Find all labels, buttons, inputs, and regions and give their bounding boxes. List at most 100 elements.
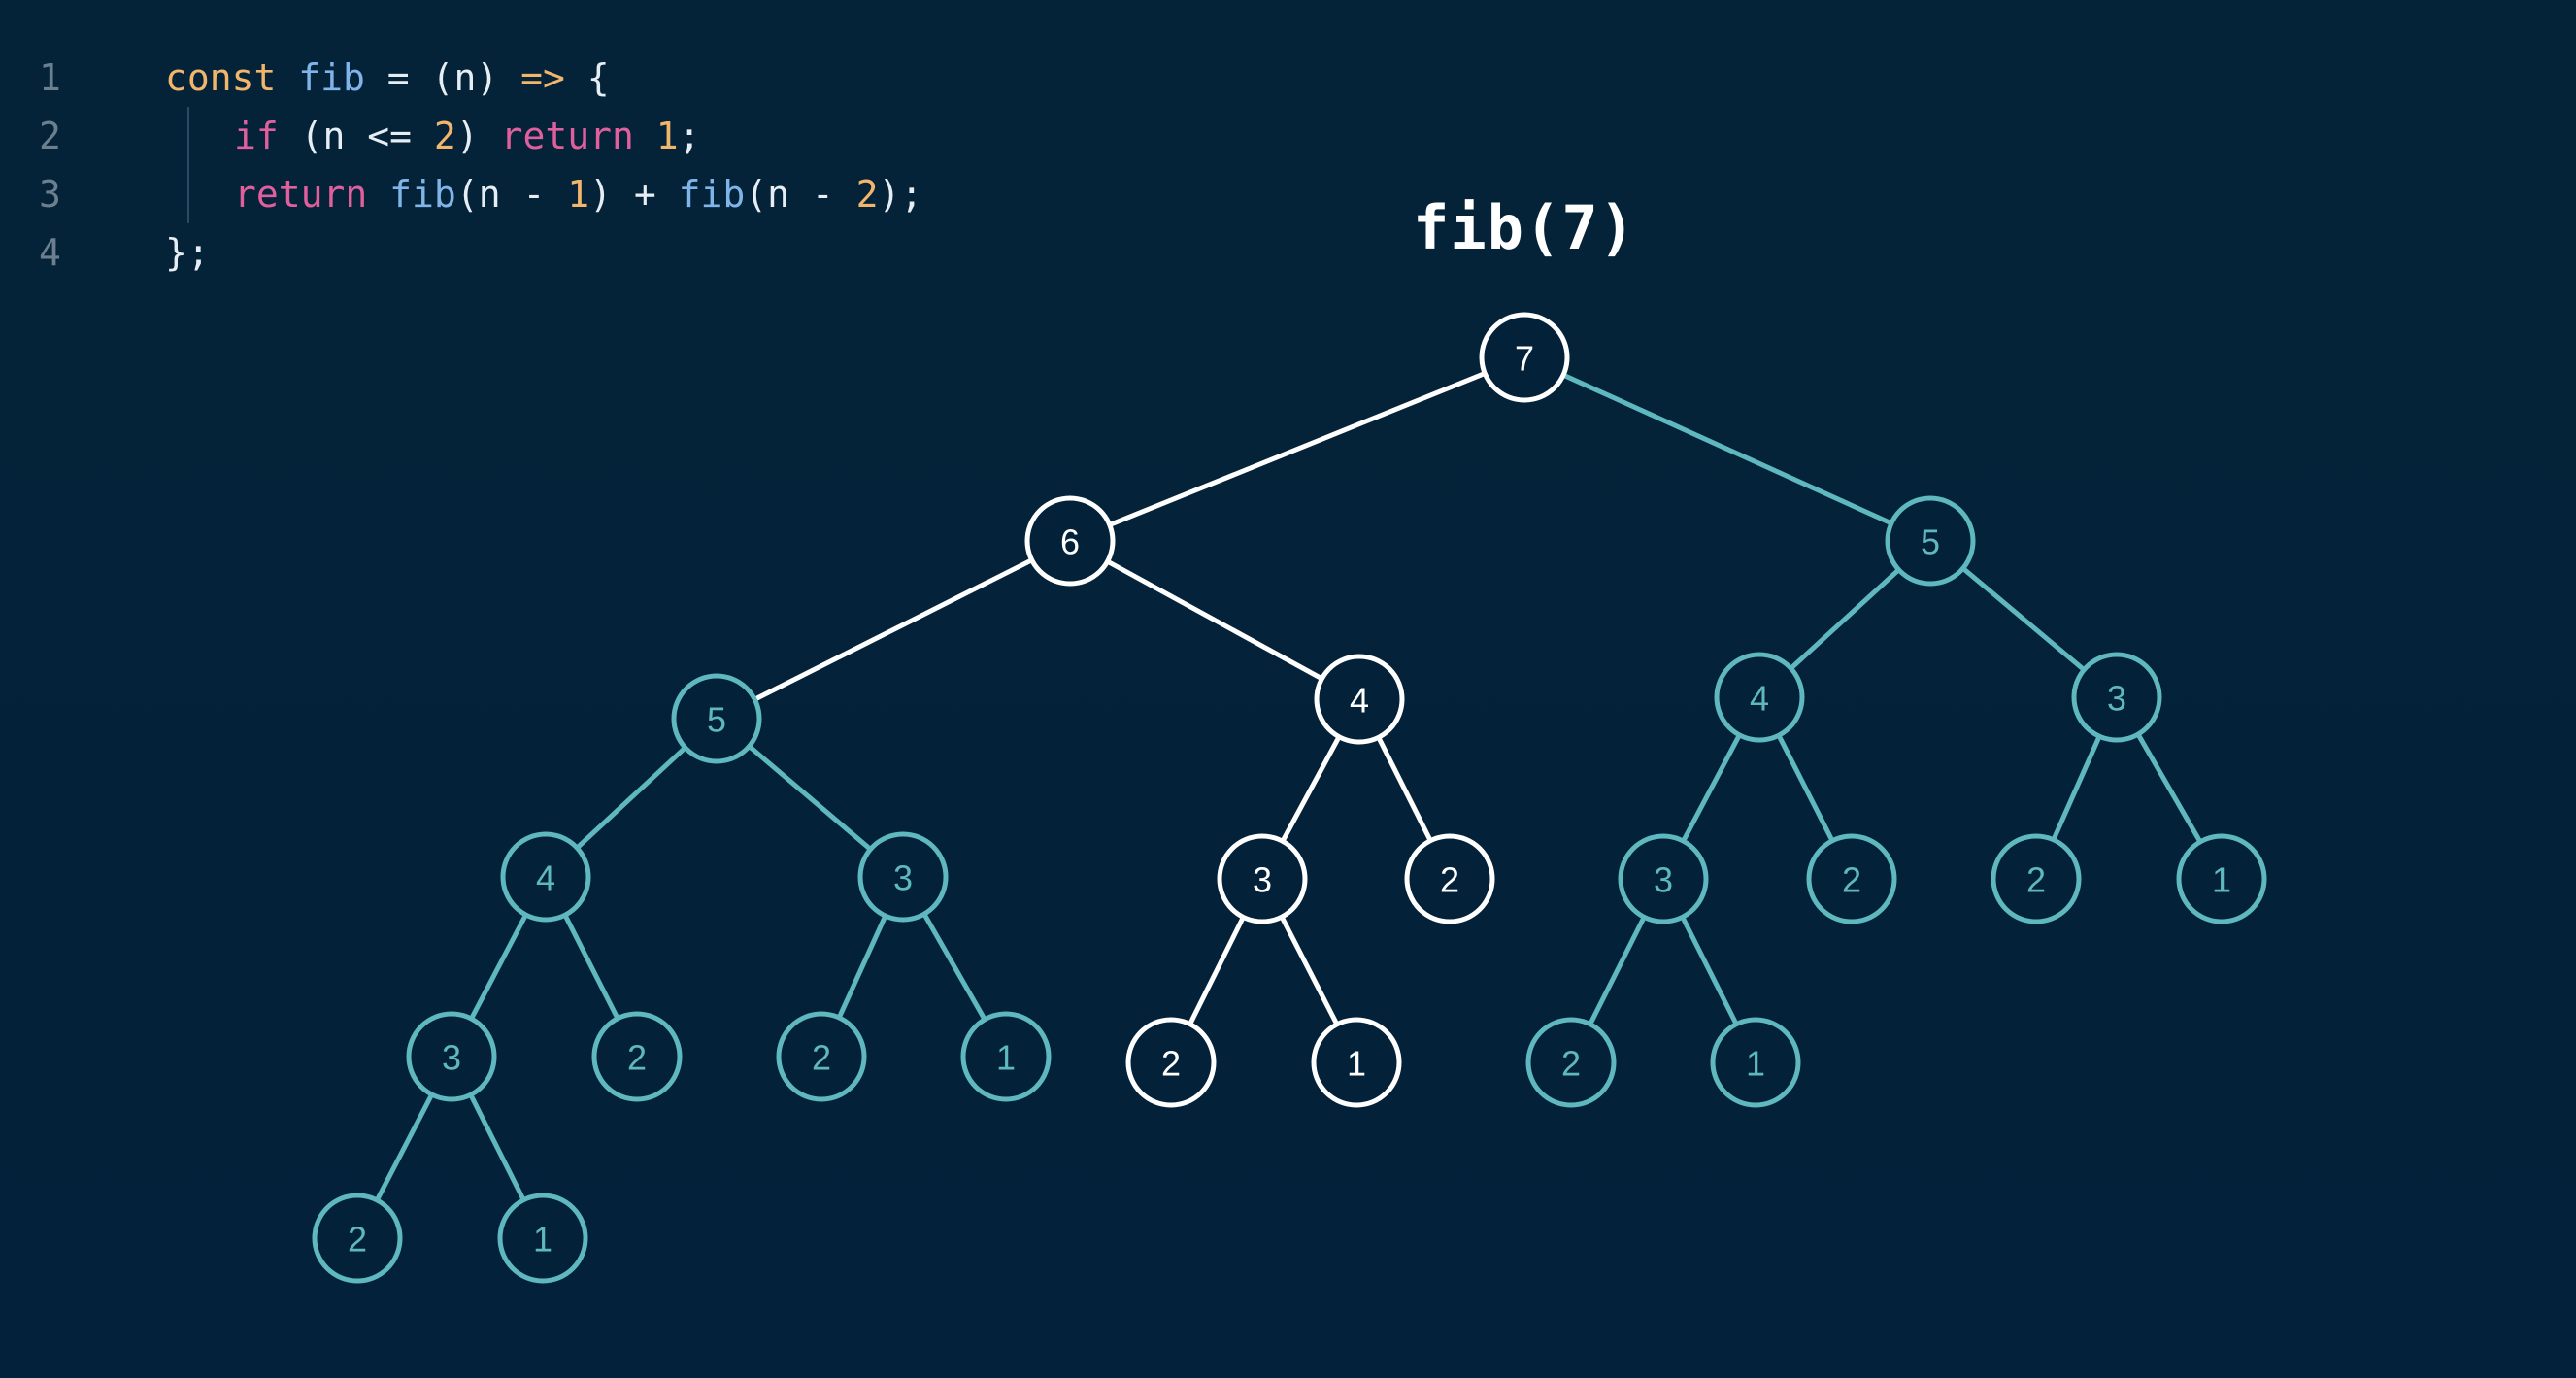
tree-node: 2 <box>312 1193 403 1284</box>
code-text: }; <box>165 223 210 282</box>
node-label: 1 <box>2212 860 2231 900</box>
node-circle <box>1885 495 1976 587</box>
code-token: fib <box>678 173 746 216</box>
tree-node: 2 <box>1125 1017 1217 1108</box>
line-number: 1 <box>39 56 61 99</box>
node-circle <box>312 1193 403 1284</box>
code-token: { <box>564 56 610 99</box>
node-label: 2 <box>2026 860 2046 900</box>
code-token: (n <= <box>278 115 434 157</box>
line-number: 2 <box>39 115 61 157</box>
node-label: 4 <box>1750 679 1769 719</box>
node-circle <box>1618 833 1709 924</box>
tree-node: 2 <box>1525 1017 1617 1108</box>
code-token: fib <box>298 56 365 99</box>
code-text: const fib = (n) => { <box>165 49 610 107</box>
node-label: 2 <box>1561 1044 1581 1084</box>
node-label: 5 <box>1921 522 1940 562</box>
code-token: ) + <box>589 173 679 216</box>
tree-node: 5 <box>671 673 762 764</box>
node-label: 2 <box>627 1038 647 1078</box>
indent-guide <box>187 107 234 165</box>
node-circle <box>1125 1017 1217 1108</box>
code-token: fib <box>389 173 456 216</box>
tree-node: 1 <box>1710 1017 1801 1108</box>
tree-node: 7 <box>1479 312 1570 403</box>
node-circle <box>1991 833 2082 924</box>
code-token: = ( <box>364 56 454 99</box>
node-circle <box>500 831 591 923</box>
tree-node: 3 <box>406 1011 497 1102</box>
node-circle <box>1479 312 1570 403</box>
code-token: n <box>453 56 477 99</box>
node-label: 2 <box>1161 1044 1181 1084</box>
code-token: => <box>520 56 565 99</box>
node-circle <box>671 673 762 764</box>
node-label: 1 <box>996 1038 1016 1078</box>
tree-node: 2 <box>1806 833 1897 924</box>
tree-node: 3 <box>857 831 949 923</box>
indent-guide <box>187 165 234 223</box>
tree-node: 3 <box>2071 652 2162 743</box>
node-label: 1 <box>1347 1044 1366 1084</box>
node-label: 5 <box>707 700 726 740</box>
code-token: 1 <box>567 173 590 216</box>
tree-edge <box>1069 354 1525 544</box>
node-circle <box>2176 833 2267 924</box>
code-token: const <box>165 56 299 99</box>
tree-edge <box>1068 538 1361 702</box>
code-token: return <box>234 173 368 216</box>
node-circle <box>776 1011 867 1102</box>
node-circle <box>1710 1017 1801 1108</box>
node-label: 1 <box>533 1220 552 1260</box>
node-label: 4 <box>536 858 555 898</box>
tree-node: 1 <box>960 1011 1052 1102</box>
node-label: 3 <box>2107 679 2126 719</box>
node-circle <box>497 1193 588 1284</box>
tree-node: 3 <box>1618 833 1709 924</box>
node-circle <box>1314 654 1405 745</box>
code-token: 2 <box>433 115 456 157</box>
node-label: 1 <box>1746 1044 1765 1084</box>
code-token: }; <box>165 231 210 274</box>
code-text: return fib(n - 1) + fib(n - 2); <box>234 165 922 223</box>
node-circle <box>1714 652 1805 743</box>
tree-node: 1 <box>1311 1017 1402 1108</box>
node-circle <box>1525 1017 1617 1108</box>
node-circle <box>1806 833 1897 924</box>
node-circle <box>406 1011 497 1102</box>
node-label: 3 <box>1654 860 1673 900</box>
code-token: ); <box>878 173 923 216</box>
node-circle <box>591 1011 683 1102</box>
node-circle <box>960 1011 1052 1102</box>
node-label: 2 <box>812 1038 831 1078</box>
code-line: 1 const fib = (n) => { <box>39 49 922 107</box>
tree-node: 3 <box>1217 833 1308 924</box>
node-circle <box>1311 1017 1402 1108</box>
code-line: 4}; <box>39 223 922 282</box>
tree-node: 1 <box>2176 833 2267 924</box>
line-number: 4 <box>39 231 61 274</box>
code-token: 1 <box>655 115 679 157</box>
node-label: 4 <box>1350 681 1369 721</box>
code-token: return <box>500 115 634 157</box>
diagram-title: fib(7) <box>1413 192 1636 263</box>
code-token: 2 <box>855 173 879 216</box>
edge-layer <box>354 354 2225 1240</box>
code-token: (n - <box>745 173 856 216</box>
code-token: (n - <box>455 173 568 216</box>
code-text: if (n <= 2) return 1; <box>234 107 701 165</box>
node-label: 3 <box>893 858 913 898</box>
node-label: 3 <box>442 1038 461 1078</box>
tree-node: 2 <box>1991 833 2082 924</box>
code-token: ) <box>455 115 501 157</box>
node-label: 6 <box>1060 522 1080 562</box>
tree-node: 4 <box>1314 654 1405 745</box>
node-label: 2 <box>348 1220 367 1260</box>
node-label: 3 <box>1253 860 1272 900</box>
